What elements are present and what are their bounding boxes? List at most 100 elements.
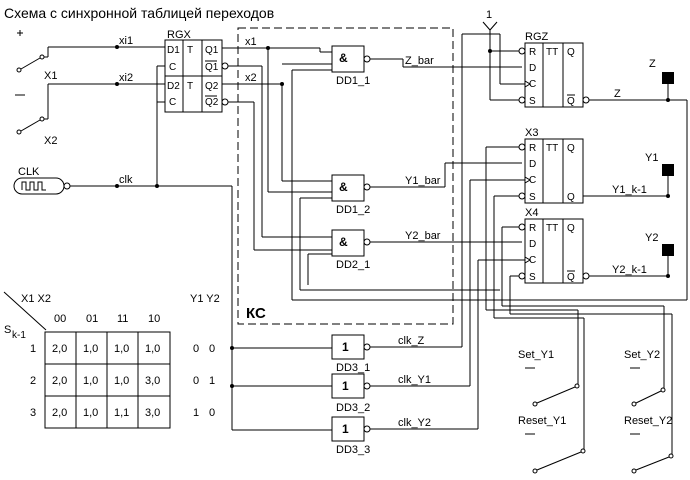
table-corner-subscript: k-1 bbox=[12, 330, 26, 341]
pin-label: R bbox=[529, 47, 536, 58]
table-corner-diagonal bbox=[3, 291, 47, 331]
net-x2-label: x2 bbox=[245, 72, 257, 84]
switch-set-y1-label: Set_Y1 bbox=[518, 349, 554, 361]
pin-label: Q bbox=[567, 223, 575, 234]
table-cell: 2,0 bbox=[52, 375, 67, 387]
switch-x2[interactable]: X2 bbox=[15, 84, 57, 147]
gate-dd1-1: & DD1_1 bbox=[331, 45, 371, 87]
table-cell: 1,0 bbox=[114, 375, 129, 387]
switch-reset-y1[interactable]: Reset_Y1 bbox=[518, 415, 586, 474]
net-z-label: Z bbox=[614, 88, 621, 100]
table-cell: 3,0 bbox=[145, 407, 160, 419]
pin-label: T bbox=[187, 45, 193, 56]
gate-symbol: & bbox=[339, 235, 348, 249]
pin-label: Q bbox=[567, 192, 575, 203]
net-zbar-label: Z_bar bbox=[405, 55, 434, 67]
net-clkz-label: clk_Z bbox=[398, 335, 425, 347]
switch-set-y2[interactable]: Set_Y2 bbox=[624, 349, 666, 407]
table-row-state: 1 bbox=[30, 343, 36, 355]
table-cell: 3,0 bbox=[145, 375, 160, 387]
pin-label: TT bbox=[546, 47, 558, 58]
pin-label: Q bbox=[567, 143, 575, 154]
pin-label: C bbox=[169, 97, 176, 108]
pin-label: S bbox=[529, 272, 536, 283]
flipflop-name: X4 bbox=[525, 207, 538, 219]
net-y1bar-label: Y1_bar bbox=[405, 175, 441, 187]
gate-name: DD2_1 bbox=[336, 259, 370, 271]
pin-label: Q2 bbox=[205, 81, 219, 92]
table-output-header: Y1 Y2 bbox=[190, 293, 220, 305]
junction-dot bbox=[666, 194, 670, 198]
junction-dot bbox=[666, 274, 670, 278]
gate-dd1-2: & DD1_2 bbox=[331, 174, 371, 216]
junction-dot bbox=[488, 49, 492, 53]
table-output-y2: 0 bbox=[209, 407, 215, 419]
buffer-dd3-2: 1 DD3_2 bbox=[331, 373, 371, 414]
gate-dd2-1: & DD2_1 bbox=[331, 229, 371, 271]
net-y2bar-label: Y2_bar bbox=[405, 230, 441, 242]
pin-label: Q1 bbox=[205, 62, 219, 73]
table-output-y1: 1 bbox=[193, 407, 199, 419]
junction-dot bbox=[115, 184, 119, 188]
output-y2-indicator: Y2 bbox=[645, 232, 674, 256]
table-cell: 2,0 bbox=[52, 343, 67, 355]
pin-label: D bbox=[529, 159, 536, 170]
gate-symbol: 1 bbox=[342, 379, 349, 393]
buffer-dd3-3: 1 DD3_3 bbox=[331, 416, 371, 456]
table-corner-top: X1 X2 bbox=[21, 293, 51, 305]
junction-dot bbox=[666, 98, 670, 102]
gate-symbol: & bbox=[339, 180, 348, 194]
table-cell: 1,0 bbox=[114, 343, 129, 355]
output-z-indicator: Z bbox=[649, 58, 674, 84]
net-y2k1-label: Y2_k-1 bbox=[612, 264, 647, 276]
clock-label: CLK bbox=[18, 166, 40, 178]
flipflop-x4: X4 R TT Q D C S Q bbox=[518, 207, 590, 284]
combinational-block-ks bbox=[237, 27, 454, 325]
pin-label: S bbox=[529, 192, 536, 203]
pin-label: T bbox=[187, 81, 193, 92]
table-cell: 1,0 bbox=[145, 343, 160, 355]
output-label: Y1 bbox=[645, 152, 658, 164]
gate-name: DD3_2 bbox=[336, 402, 370, 414]
table-column-header: 01 bbox=[86, 313, 98, 325]
flipflop-rgz: RGZ R TT Q D C S Q bbox=[518, 31, 590, 108]
switch-reset-y1-label: Reset_Y1 bbox=[518, 415, 566, 427]
switch-reset-y2[interactable]: Reset_Y2 bbox=[624, 415, 674, 474]
switch-set-y2-label: Set_Y2 bbox=[624, 349, 660, 361]
pin-label: D1 bbox=[167, 45, 180, 56]
switch-set-y1[interactable]: Set_Y1 bbox=[518, 349, 580, 407]
flipflop-name: RGZ bbox=[525, 31, 549, 43]
pin-label: D bbox=[529, 239, 536, 250]
gate-symbol: & bbox=[339, 51, 348, 65]
pin-label: TT bbox=[546, 143, 558, 154]
power-label: 1 bbox=[486, 9, 492, 21]
table-column-header: 11 bbox=[117, 313, 128, 325]
gate-symbol: 1 bbox=[342, 340, 349, 354]
junction-dot bbox=[230, 346, 234, 350]
gate-name: DD1_1 bbox=[336, 75, 370, 87]
pin-label: C bbox=[169, 62, 176, 73]
rgx-name: RGX bbox=[167, 29, 192, 41]
pin-label: S bbox=[529, 96, 536, 107]
switch-x1[interactable]: X1 bbox=[16, 30, 57, 82]
pin-label: TT bbox=[546, 223, 558, 234]
junction-dot bbox=[280, 82, 284, 86]
junction-dot bbox=[230, 384, 234, 388]
pin-label: C bbox=[529, 79, 536, 90]
pin-label: Q bbox=[567, 96, 575, 107]
flipflop-name: X3 bbox=[525, 127, 538, 139]
net-clky2-label: clk_Y2 bbox=[398, 417, 431, 429]
switch-x2-label: X2 bbox=[44, 135, 57, 147]
table-cell: 1,1 bbox=[114, 407, 129, 419]
switch-reset-y2-label: Reset_Y2 bbox=[624, 415, 672, 427]
pin-label: Q2 bbox=[205, 97, 219, 108]
pin-label: R bbox=[529, 223, 536, 234]
flipflop-x3: X3 R TT Q D C S Q bbox=[518, 127, 584, 204]
pin-label: D2 bbox=[167, 81, 180, 92]
table-row-state: 3 bbox=[30, 407, 36, 419]
buffer-dd3-1: 1 DD3_1 bbox=[331, 334, 371, 374]
pin-label: Q bbox=[567, 47, 575, 58]
output-label: Y2 bbox=[645, 232, 658, 244]
clock-source[interactable]: CLK bbox=[13, 166, 71, 195]
